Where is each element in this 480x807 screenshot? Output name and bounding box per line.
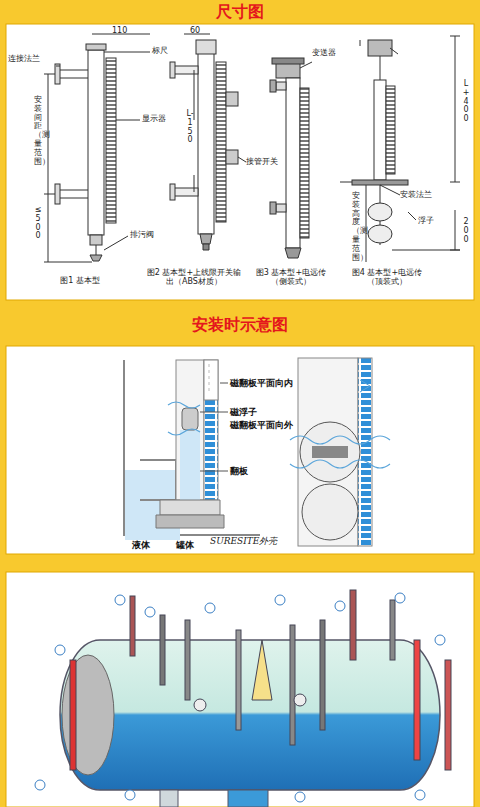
part-label: 连接法兰 <box>8 54 40 63</box>
panel <box>6 572 474 807</box>
part-label: 排污阀 <box>130 230 154 239</box>
part-label: 安装间距（测量范围） <box>34 96 42 166</box>
part-label: 标尺 <box>152 46 168 55</box>
part-label: 安装法兰 <box>400 190 432 199</box>
part-label: 显示器 <box>142 114 166 123</box>
section-header: 安装时示意图 <box>0 306 480 344</box>
figure-caption: 图2 基本型+上线限开关输出（ABS材质） <box>146 268 242 286</box>
part-label: 110 <box>112 26 127 35</box>
header-text: 尺寸图 <box>216 2 264 23</box>
part-label: 罐体 <box>176 540 194 550</box>
part-label: 浮子 <box>418 216 434 225</box>
header-text: 安装时示意图 <box>192 315 288 336</box>
figure-caption: 图4 基本型+电远传（顶装式） <box>350 268 424 286</box>
part-label: 60 <box>190 26 200 35</box>
gauge-fig4 <box>340 36 460 262</box>
part-label: 翻板 <box>230 466 248 476</box>
part-label: 磁翻板平面向外 <box>230 420 293 430</box>
panel <box>6 346 474 554</box>
install-illustration <box>124 358 390 546</box>
tank-illustration <box>35 590 451 807</box>
part-label: ≤500 <box>34 206 42 241</box>
gauge-fig1 <box>44 34 150 262</box>
section-header: 尺寸图 <box>0 0 480 25</box>
part-label: 安装高度（测量范围） <box>352 192 360 262</box>
part-label: 磁浮子 <box>230 407 257 417</box>
part-label: 200 <box>462 218 470 244</box>
part-label: L+400 <box>462 80 470 124</box>
part-label: L-150 <box>186 110 194 145</box>
part-label: 变送器 <box>312 48 336 57</box>
part-label: 液体 <box>132 540 150 550</box>
figure-caption: 图1 基本型 <box>48 276 112 285</box>
panel <box>6 24 474 300</box>
figure-caption: 图3 基本型+电远传（侧装式） <box>254 268 328 286</box>
gauge-fig2 <box>170 34 246 250</box>
part-label: 接管开关 <box>246 157 278 166</box>
part-label: 磁翻板平面向内 <box>230 378 293 388</box>
part-label: SURESITE外壳 <box>210 536 277 546</box>
